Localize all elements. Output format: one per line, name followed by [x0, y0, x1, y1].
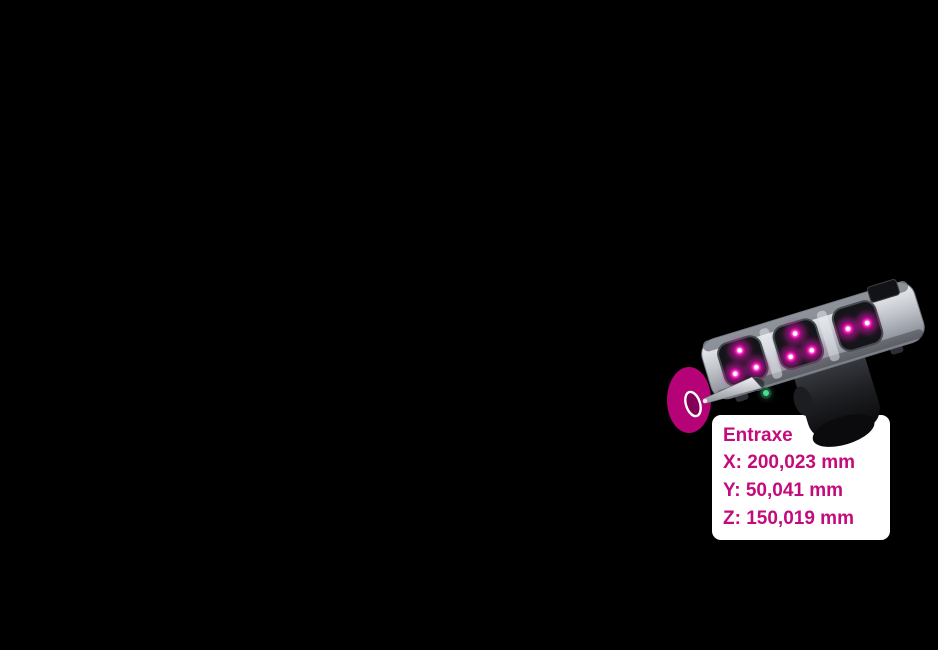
measurement-title: Entraxe: [723, 425, 793, 446]
measurement-z: Z: 150,019 mm: [723, 508, 854, 529]
target-marker: [667, 367, 711, 433]
camera-led: [834, 315, 861, 342]
display-panel: [867, 279, 900, 303]
camera-window-2: [772, 318, 825, 370]
probe-needle: [702, 376, 763, 404]
probe-mount: [747, 377, 765, 391]
camera-led: [798, 337, 825, 364]
target-blob: [667, 367, 711, 433]
camera-led: [853, 309, 880, 336]
touch-probe: [702, 376, 765, 404]
measured-circle-ring: [684, 390, 702, 418]
measurement-x: X: 200,023 mm: [723, 452, 856, 473]
camera-led: [743, 354, 770, 381]
camera-window-3: [831, 300, 884, 352]
scanner-body: [701, 281, 925, 400]
trigger: [793, 386, 813, 416]
body-ridge-1: [759, 328, 783, 379]
camera-led: [722, 360, 749, 387]
camera-led: [781, 320, 808, 347]
status-led-glow: [760, 387, 772, 399]
camera-led: [777, 343, 804, 370]
camera-window-1: [717, 335, 769, 387]
camera-led: [726, 337, 753, 364]
status-led-dot: [763, 390, 769, 396]
mount-foot-left: [734, 389, 749, 402]
mount-foot-right: [889, 342, 904, 355]
status-led-housing: [760, 387, 772, 399]
body-top-strip: [702, 281, 909, 352]
measurement-y: Y: 50,041 mm: [723, 480, 844, 501]
body-bottom-shade: [716, 329, 924, 399]
measurement-card: Entraxe X: 200,023 mm Y: 50,041 mm Z: 15…: [712, 415, 890, 540]
body-ridge-2: [816, 310, 840, 362]
probe-tip: [702, 398, 708, 404]
status-led: [760, 387, 772, 399]
